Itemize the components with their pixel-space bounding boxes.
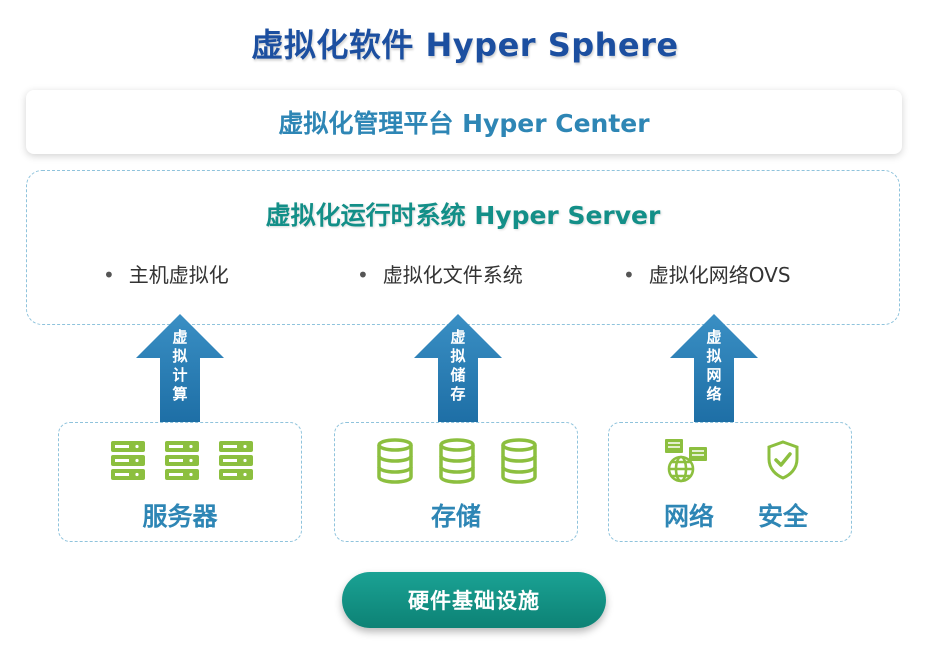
up-arrow-icon <box>136 314 224 422</box>
network-label: 网络 <box>663 502 714 531</box>
storage-box: 存储 <box>334 422 578 542</box>
feature-virtual-network-ovs: • 虚拟化网络OVS <box>623 259 791 288</box>
up-arrow-icon <box>670 314 758 422</box>
arrow-virtual-storage: 虚拟储存 <box>412 312 504 424</box>
network-icon <box>665 439 707 483</box>
feature-virtual-filesystem: • 虚拟化文件系统 <box>357 259 523 288</box>
feature-label: 虚拟化网络OVS <box>648 263 791 287</box>
arrow-label: 虚拟网络 <box>706 328 722 403</box>
security-label: 安全 <box>757 502 808 531</box>
feature-label: 虚拟化文件系统 <box>382 263 523 287</box>
arrow-label: 虚拟储存 <box>450 328 466 403</box>
feature-label: 主机虚拟化 <box>128 263 229 287</box>
hyper-center-box: 虚拟化管理平台 Hyper Center <box>26 90 902 154</box>
network-security-box: 网络 安全 <box>608 422 852 542</box>
servers-box: 服务器 <box>58 422 302 542</box>
arrow-label: 虚拟计算 <box>172 328 188 403</box>
hardware-infrastructure-button: 硬件基础设施 <box>342 572 606 628</box>
feature-host-virtualization: • 主机虚拟化 <box>103 259 229 288</box>
arrow-virtual-network: 虚拟网络 <box>668 312 760 424</box>
bullet-icon: • <box>623 263 635 287</box>
bullet-icon: • <box>103 263 115 287</box>
shield-check-icon <box>767 440 799 480</box>
main-title: 虚拟化软件 Hyper Sphere <box>251 26 679 64</box>
hyper-server-title: 虚拟化运行时系统 Hyper Server <box>265 201 661 230</box>
hyper-server-box: 虚拟化运行时系统 Hyper Server • 主机虚拟化 • 虚拟化文件系统 • 虚… <box>26 170 900 325</box>
arrow-virtual-compute: 虚拟计算 <box>134 312 226 424</box>
server-icon <box>111 441 253 480</box>
bullet-icon: • <box>357 263 369 287</box>
up-arrow-icon <box>414 314 502 422</box>
storage-label: 存储 <box>430 502 481 531</box>
database-icon <box>377 438 537 484</box>
servers-label: 服务器 <box>142 502 218 531</box>
hyper-center-title: 虚拟化管理平台 Hyper Center <box>278 109 650 138</box>
